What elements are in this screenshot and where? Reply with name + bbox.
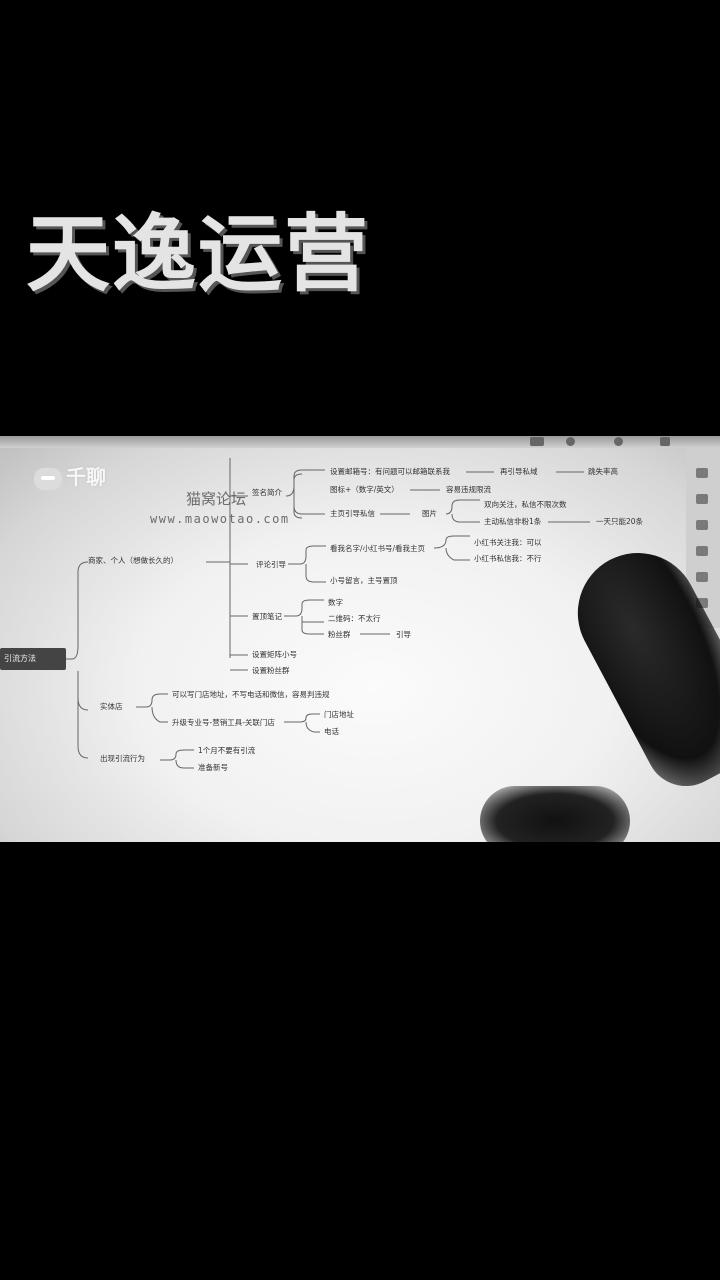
node-one-month[interactable]: 1个月不要有引流 xyxy=(198,746,256,755)
node-qrcode[interactable]: 二维码：不太行 xyxy=(328,614,381,623)
node-mutual[interactable]: 双向关注，私信不限次数 xyxy=(484,500,567,509)
node-bind-small[interactable]: 设置矩阵小号 xyxy=(252,650,297,659)
root-node[interactable]: 引流方法 xyxy=(0,648,66,670)
node-one-day[interactable]: 一天只能20条 xyxy=(596,517,644,526)
search-icon[interactable] xyxy=(614,437,623,446)
mindmap-screen: 千聊 猫窝论坛 www.maowotao.com 引流方法 商家、个人（想做长久… xyxy=(0,436,720,842)
node-name-guide[interactable]: 看我名字/小红书号/看我主页 xyxy=(330,544,426,553)
watermark-url: www.maowotao.com xyxy=(150,512,290,526)
hand-shadow-lower xyxy=(480,786,630,842)
branch-store[interactable]: 实体店 xyxy=(100,702,123,711)
node-picture[interactable]: 图片 xyxy=(422,509,437,518)
node-new-account[interactable]: 准备新号 xyxy=(198,763,228,772)
help-icon[interactable] xyxy=(696,598,708,608)
node-email[interactable]: 设置邮箱号：有问题可以邮箱联系我 xyxy=(330,467,450,476)
watermark-name: 猫窝论坛 xyxy=(186,490,247,508)
node-notes[interactable]: 置顶笔记 xyxy=(252,612,282,621)
logo-text: 千聊 xyxy=(66,465,106,489)
node-email-next[interactable]: 再引导私域 xyxy=(500,467,538,476)
node-upgrade[interactable]: 升级专业号-营销工具-关联门店 xyxy=(172,718,275,727)
overlay-title: 天逸运营 xyxy=(26,205,371,303)
share-icon[interactable] xyxy=(530,437,544,446)
bell-icon[interactable] xyxy=(566,437,575,446)
history-icon[interactable] xyxy=(696,572,708,582)
layout-icon[interactable] xyxy=(696,468,708,478)
logo-icon xyxy=(34,467,62,490)
node-fan-group[interactable]: 设置粉丝群 xyxy=(252,666,290,675)
node-phone[interactable]: 电话 xyxy=(324,727,339,736)
window-topbar xyxy=(0,436,720,448)
node-fan-group-note[interactable]: 粉丝群 xyxy=(328,630,351,639)
branch-outflow[interactable]: 出现引流行为 xyxy=(100,754,145,763)
node-active-dm[interactable]: 主动私信非粉1条 xyxy=(484,517,542,526)
node-write-addr[interactable]: 可以写门店地址，不写电话和微信，容易判违规 xyxy=(172,690,330,699)
node-small-msg[interactable]: 小号留言，主号置顶 xyxy=(330,576,398,585)
node-signature[interactable]: 签名简介 xyxy=(252,488,282,497)
node-comment[interactable]: 评论引导 xyxy=(256,560,286,569)
gear-icon[interactable] xyxy=(696,546,708,556)
node-guide[interactable]: 引导 xyxy=(396,630,411,639)
close-icon[interactable] xyxy=(660,437,670,446)
node-email-last[interactable]: 跳失率高 xyxy=(588,467,618,476)
node-store-addr[interactable]: 门店地址 xyxy=(324,710,354,719)
node-icon-next[interactable]: 容易违规限流 xyxy=(446,485,491,494)
mindmap-connectors xyxy=(62,458,590,769)
node-homepage[interactable]: 主页引导私信 xyxy=(330,509,375,518)
node-icon-text[interactable]: 图标+（数字/英文） xyxy=(330,485,399,494)
node-dm-no[interactable]: 小红书私信我：不行 xyxy=(474,554,542,563)
app-logo: 千聊 xyxy=(34,461,106,490)
node-digit[interactable]: 数字 xyxy=(328,598,343,607)
branch-merchant[interactable]: 商家、个人（想做长久的） xyxy=(88,556,178,565)
style-icon[interactable] xyxy=(696,494,708,504)
node-follow-ok[interactable]: 小红书关注我：可以 xyxy=(474,538,542,547)
outline-icon[interactable] xyxy=(696,520,708,530)
